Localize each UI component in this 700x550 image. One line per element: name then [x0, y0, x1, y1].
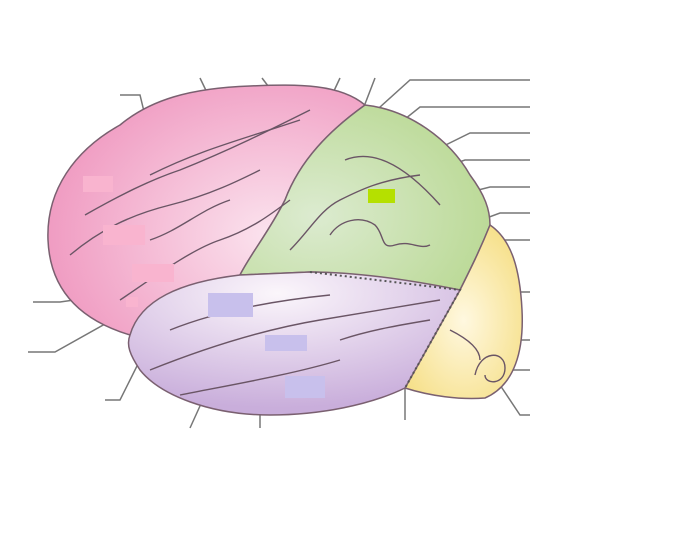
- label-box-frontal-2[interactable]: [103, 225, 145, 245]
- lobe-boundary-dotted: [309, 271, 462, 389]
- label-box-temporal-2[interactable]: [265, 335, 307, 351]
- label-box-frontal-1[interactable]: [83, 176, 113, 192]
- label-box-frontal-3[interactable]: [132, 264, 174, 282]
- label-box-temporal-1[interactable]: [208, 293, 253, 317]
- label-box-parietal[interactable]: [368, 189, 395, 203]
- label-box-frontal-4[interactable]: [126, 297, 138, 307]
- sulci: [69, 109, 506, 396]
- label-box-temporal-3[interactable]: [285, 376, 325, 398]
